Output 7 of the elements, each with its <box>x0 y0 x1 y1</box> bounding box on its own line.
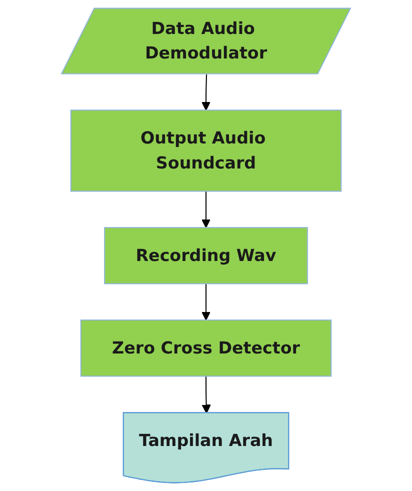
arrow <box>201 191 211 228</box>
node-box: Output Audio Soundcard <box>70 110 342 192</box>
arrow <box>202 376 211 414</box>
arrow <box>201 74 211 111</box>
node-box: Zero Cross Detector <box>80 320 332 377</box>
arrow <box>201 284 211 320</box>
node-box: Recording Wav <box>104 227 308 284</box>
